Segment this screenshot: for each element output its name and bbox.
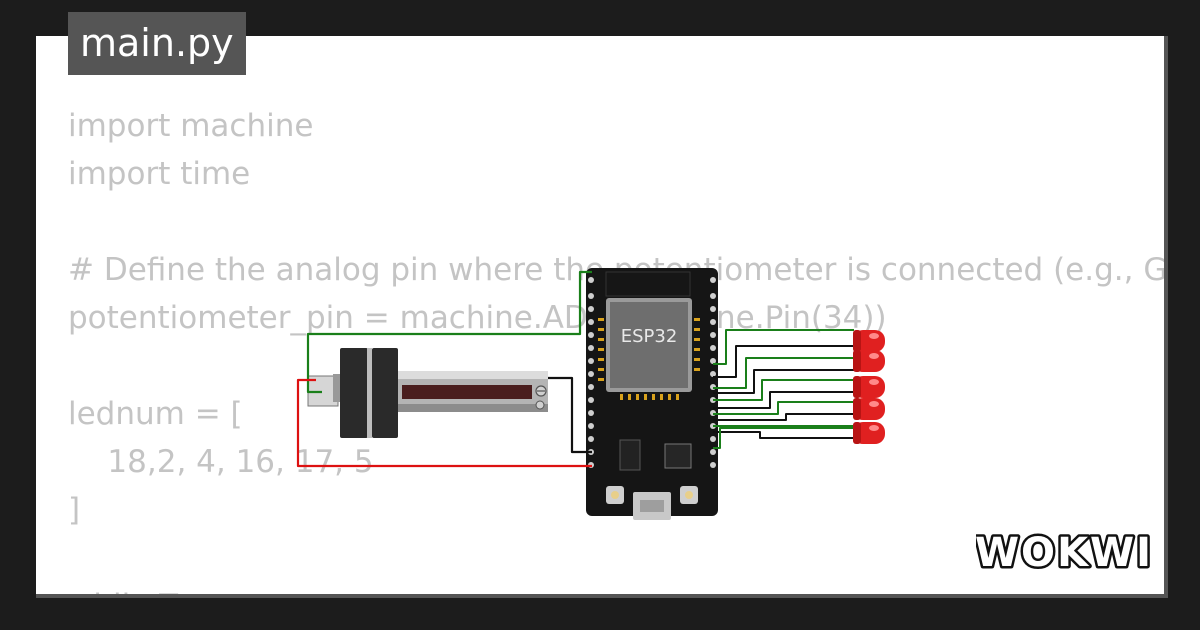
code-line: ] — [68, 492, 81, 528]
led[interactable] — [853, 422, 885, 444]
wire-red — [296, 378, 592, 468]
wire-green — [306, 270, 592, 394]
file-tab[interactable]: main.py — [68, 12, 246, 75]
code-line: lednum = [ — [68, 396, 243, 432]
led[interactable] — [853, 330, 885, 352]
esp32-board[interactable]: ESP32 — [586, 268, 718, 520]
wokwi-logo: WOKWI WOKWI — [976, 528, 1152, 579]
led[interactable] — [853, 376, 885, 398]
logo-text-fill: WOKWI — [976, 530, 1152, 576]
potentiometer[interactable] — [307, 348, 548, 438]
chip-label: ESP32 — [621, 326, 678, 347]
logo-text: WOKWI — [976, 530, 1152, 576]
code-line: while True: — [68, 582, 1164, 594]
code-line: import time — [68, 156, 251, 192]
code-line: 18,2, 4, 16, 17, 5 — [68, 444, 374, 480]
led[interactable] — [853, 350, 885, 372]
code-line: import machine — [68, 108, 314, 144]
wire-black — [548, 376, 592, 454]
led[interactable] — [853, 398, 885, 420]
